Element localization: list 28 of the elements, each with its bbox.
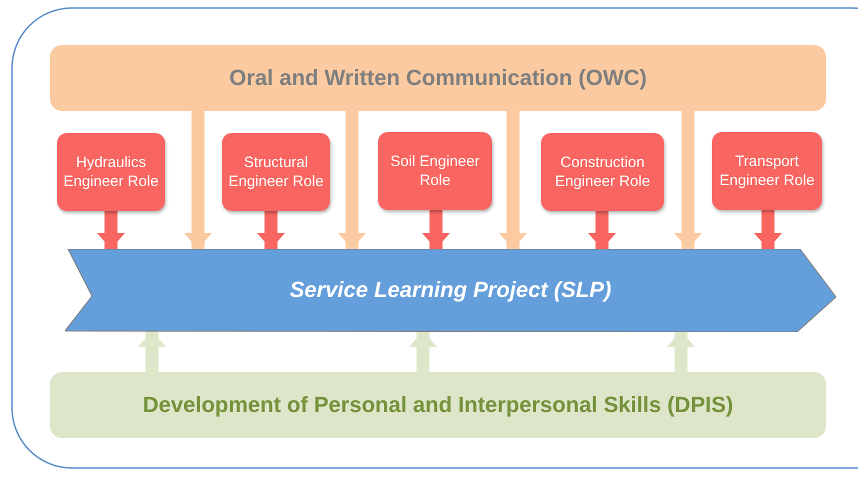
arrow [422,210,450,249]
role-box [378,132,492,210]
role-label: Construction Engineer Role [554,152,652,192]
arrow [499,111,527,249]
role-label: Hydraulics Engineer Role [62,152,160,192]
arrow [674,111,702,249]
role-box [222,133,330,211]
arrow [97,211,125,249]
banner [50,45,826,111]
arrow [138,331,166,372]
chevron-arrow [65,249,836,332]
role-box [57,133,165,211]
arrow [184,111,212,249]
role-box [712,132,822,210]
banner-title: Oral and Written Communication (OWC) [229,64,647,92]
arrow [588,211,616,249]
arrow [754,210,782,249]
arrow [257,211,285,249]
role-label: Structural Engineer Role [227,152,325,192]
arrow [338,111,366,249]
arrow [409,331,437,372]
role-label: Soil Engineer Role [389,152,481,190]
project-title: Service Learning Project (SLP) [290,276,612,304]
banner [50,372,826,438]
role-box [541,133,664,211]
arrow [667,331,695,372]
role-label: Transport Engineer Role [718,152,816,190]
banner-title: Development of Personal and Interpersonal Skills (DPIS) [142,390,734,419]
